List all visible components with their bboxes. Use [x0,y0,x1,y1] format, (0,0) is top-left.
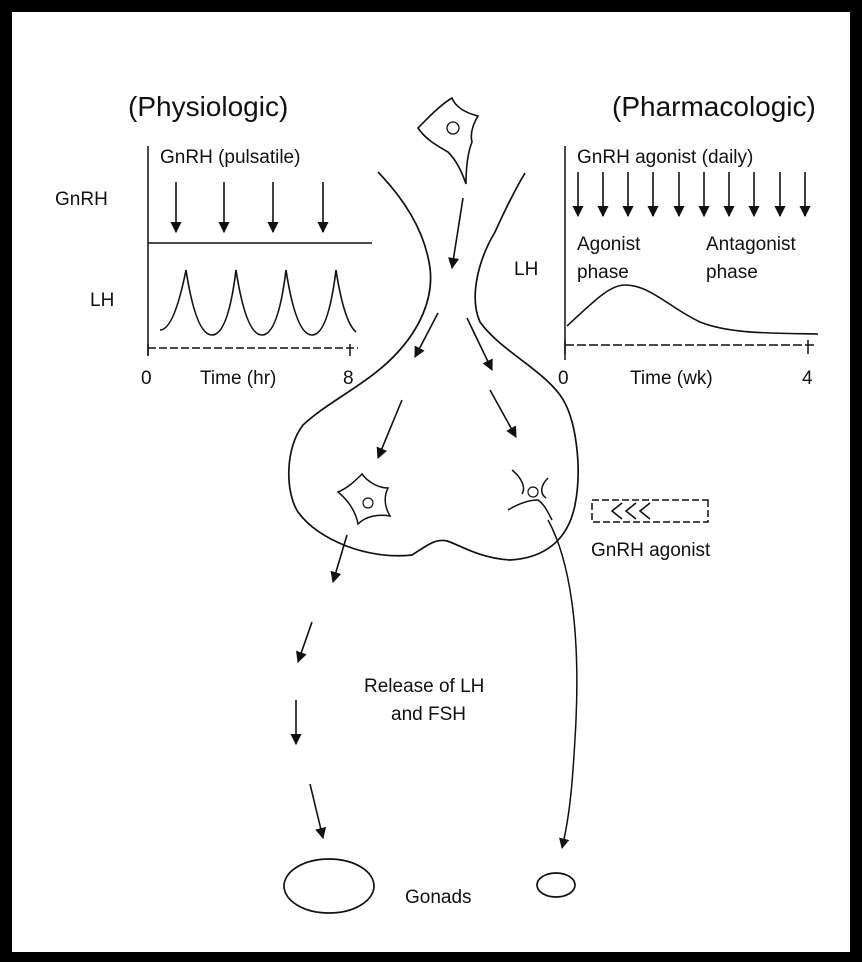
gonads-label: Gonads [405,887,472,908]
pulsatile-stimulus-label: GnRH (pulsatile) [160,147,300,168]
left-x-axis-label: Time (hr) [200,368,276,389]
right-x-tick-0: 0 [558,368,569,389]
left-x-tick-8: 8 [343,368,354,389]
physiologic-heading: (Physiologic) [128,91,288,122]
release-label-line1: Release of LH [364,676,484,697]
right-x-tick-4: 4 [802,368,813,389]
antagonist-phase-line1: Antagonist [706,234,797,255]
lh-row-label-left: LH [90,290,114,311]
right-x-axis-label: Time (wk) [630,368,713,389]
release-label-line2: and FSH [391,704,466,725]
left-x-tick-0: 0 [141,368,152,389]
gnrh-agonist-label: GnRH agonist [591,540,711,561]
gnrh-row-label: GnRH [55,189,108,210]
antagonist-phase-line2: phase [706,262,758,283]
agonist-phase-line2: phase [577,262,629,283]
pharmacologic-heading: (Pharmacologic) [612,91,816,122]
daily-stimulus-label: GnRH agonist (daily) [577,147,753,168]
agonist-phase-line1: Agonist [577,234,641,255]
lh-row-label-right: LH [514,259,538,280]
